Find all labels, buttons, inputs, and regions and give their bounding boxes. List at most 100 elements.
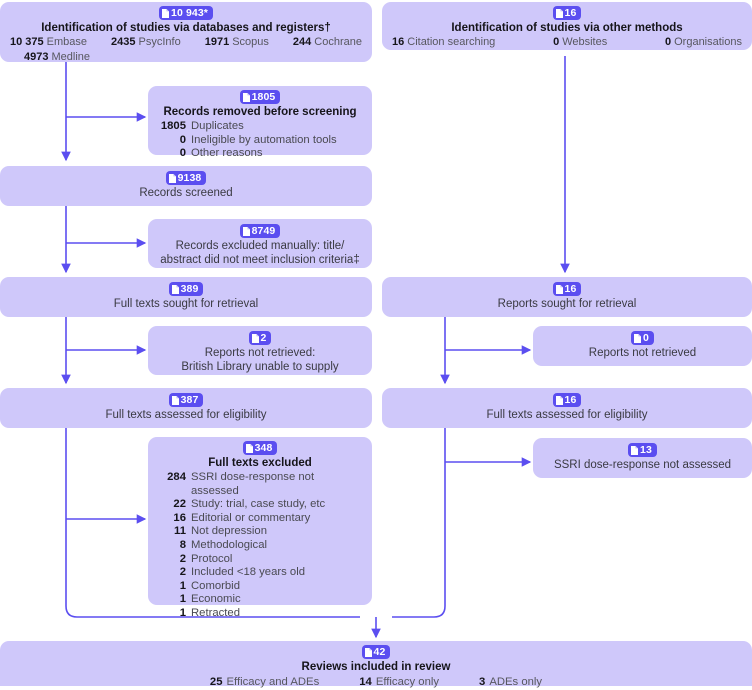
- record-count-badge: 348: [242, 441, 278, 455]
- source-label: Scopus: [232, 36, 269, 48]
- badge-count: 389: [180, 283, 199, 295]
- source-count: 244: [292, 36, 312, 48]
- stat-label: Efficacy and ADEs: [226, 676, 320, 688]
- stat-count: 25: [209, 676, 223, 688]
- badge-wrap: 10 943*: [8, 6, 364, 20]
- list-item: 1805 Duplicates: [156, 120, 364, 134]
- box-reports-not-retrieved-right: 0 Reports not retrieved: [533, 326, 752, 366]
- box-full-texts-assessed-left: 387 Full texts assessed for eligibility: [0, 388, 372, 428]
- source-count: 4973: [24, 51, 49, 63]
- box-title: Records screened: [139, 187, 233, 199]
- badge-count: 8749: [251, 225, 276, 237]
- stat-count: 14: [359, 676, 372, 688]
- source-label: PsycInfo: [138, 36, 181, 48]
- record-count-badge: 13: [628, 443, 657, 457]
- badge-count: 10 943*: [171, 7, 208, 19]
- item-count: 1: [179, 606, 186, 619]
- source-label: Organisations: [674, 36, 742, 48]
- item-count: 8: [179, 538, 186, 551]
- item-label: Protocol: [191, 552, 233, 565]
- badge-count: 42: [373, 646, 386, 658]
- badge-count: 9138: [177, 172, 202, 184]
- badge-count: 348: [254, 442, 273, 454]
- box-reports-not-retrieved-left: 2 Reports not retrieved: British Library…: [148, 326, 372, 375]
- source-label: Websites: [562, 36, 608, 48]
- badge-wrap: 13: [541, 443, 744, 457]
- badge-wrap: 9138: [8, 171, 364, 185]
- box-records-screened: 9138 Records screened: [0, 166, 372, 206]
- badge-wrap: 16: [390, 6, 744, 20]
- record-count-badge: 42: [361, 645, 391, 659]
- badge-wrap: 1805: [156, 90, 364, 104]
- box-text-line2: abstract did not meet inclusion criteria…: [160, 254, 360, 266]
- badge-wrap: 348: [156, 441, 364, 455]
- source-count: 2435: [111, 36, 136, 48]
- item-label: Editorial or commentary: [191, 511, 311, 524]
- box-full-texts-sought-for-retrieval: 389 Full texts sought for retrieval: [0, 277, 372, 317]
- document-icon: [242, 92, 250, 102]
- badge-wrap: 389: [8, 282, 364, 296]
- badge-wrap: 8749: [156, 224, 364, 238]
- source-count: 16: [392, 36, 405, 48]
- box-title: Full texts sought for retrieval: [113, 298, 259, 310]
- box-title: Reviews included in review: [301, 661, 451, 673]
- record-count-badge: 387: [168, 393, 204, 407]
- badge-count: 387: [180, 394, 199, 406]
- badge-count: 0: [643, 332, 649, 344]
- list-item: 0 Other reasons: [156, 147, 364, 161]
- document-icon: [242, 226, 250, 236]
- box-title: Full texts assessed for eligibility: [486, 409, 648, 421]
- badge-wrap: 16: [390, 282, 744, 296]
- source-label: Citation searching: [407, 36, 496, 48]
- box-reports-sought-for-retrieval: 16 Reports sought for retrieval: [382, 277, 752, 317]
- document-icon: [245, 443, 253, 453]
- badge-wrap: 2: [156, 331, 364, 345]
- item-count: 16: [173, 511, 186, 524]
- record-count-badge: 9138: [165, 171, 207, 185]
- item-label: Economic: [191, 593, 241, 606]
- box-title: Identification of studies via other meth…: [451, 22, 683, 34]
- item-label: Ineligible by automation tools: [191, 133, 337, 146]
- record-count-badge: 8749: [239, 224, 281, 238]
- badge-count: 2: [260, 332, 267, 344]
- box-title: SSRI dose-response not assessed: [553, 459, 732, 471]
- box-title: Identification of studies via databases …: [41, 22, 331, 34]
- record-count-badge: 0: [631, 331, 654, 345]
- badge-wrap: 387: [8, 393, 364, 407]
- document-icon: [162, 8, 170, 18]
- document-icon: [634, 333, 642, 343]
- box-title: Reports sought for retrieval: [497, 298, 637, 310]
- stat-label: Efficacy only: [375, 676, 440, 688]
- item-count: 0: [179, 133, 186, 146]
- box-identification-other-methods: 16 Identification of studies via other m…: [382, 2, 752, 50]
- item-count: 22: [173, 498, 186, 511]
- item-label: Comorbid: [191, 579, 240, 592]
- reason-list: 1805 Duplicates 0 Ineligible by automati…: [156, 120, 364, 161]
- badge-count: 13: [640, 444, 652, 456]
- box-title: Reports not retrieved: [588, 347, 697, 359]
- box-text-line1: Reports not retrieved:: [204, 347, 316, 359]
- box-identification-databases: 10 943* Identification of studies via da…: [0, 2, 372, 65]
- document-icon: [168, 173, 176, 183]
